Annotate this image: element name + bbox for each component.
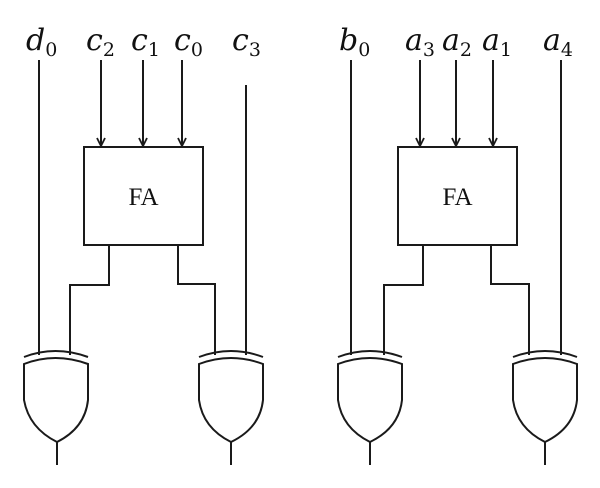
input-label-a2: a2 bbox=[442, 23, 472, 61]
input-label-c1: c1 bbox=[131, 23, 160, 61]
full-adder-block bbox=[83, 146, 204, 246]
input-label-b0: b0 bbox=[339, 23, 370, 61]
full-adder-label: FA bbox=[128, 184, 158, 211]
xor-gate-left-2 bbox=[198, 350, 264, 465]
left-circuit: d0 c2 c1 c0 c3 FA bbox=[23, 23, 264, 465]
input-label-a3: a3 bbox=[405, 23, 435, 61]
input-label-c3: c3 bbox=[232, 23, 261, 61]
full-adder-block bbox=[397, 146, 518, 246]
input-label-c0: c0 bbox=[174, 23, 203, 61]
wire-fa-out-sum bbox=[383, 245, 424, 355]
input-label-a4: a4 bbox=[543, 23, 573, 61]
wire-fa-out-carry bbox=[177, 245, 216, 355]
full-adder-label: FA bbox=[442, 184, 472, 211]
xor-gate-right-1 bbox=[337, 350, 403, 465]
input-label-c2: c2 bbox=[86, 23, 115, 61]
right-circuit: b0 a3 a2 a1 a4 FA bbox=[337, 23, 578, 465]
xor-gate-left-1 bbox=[23, 350, 89, 465]
xor-gate-right-2 bbox=[512, 350, 578, 465]
wire-fa-out-carry bbox=[490, 245, 530, 355]
wire-fa-out-sum bbox=[69, 245, 110, 355]
input-label-d0: d0 bbox=[26, 23, 57, 61]
input-label-a1: a1 bbox=[482, 23, 512, 61]
